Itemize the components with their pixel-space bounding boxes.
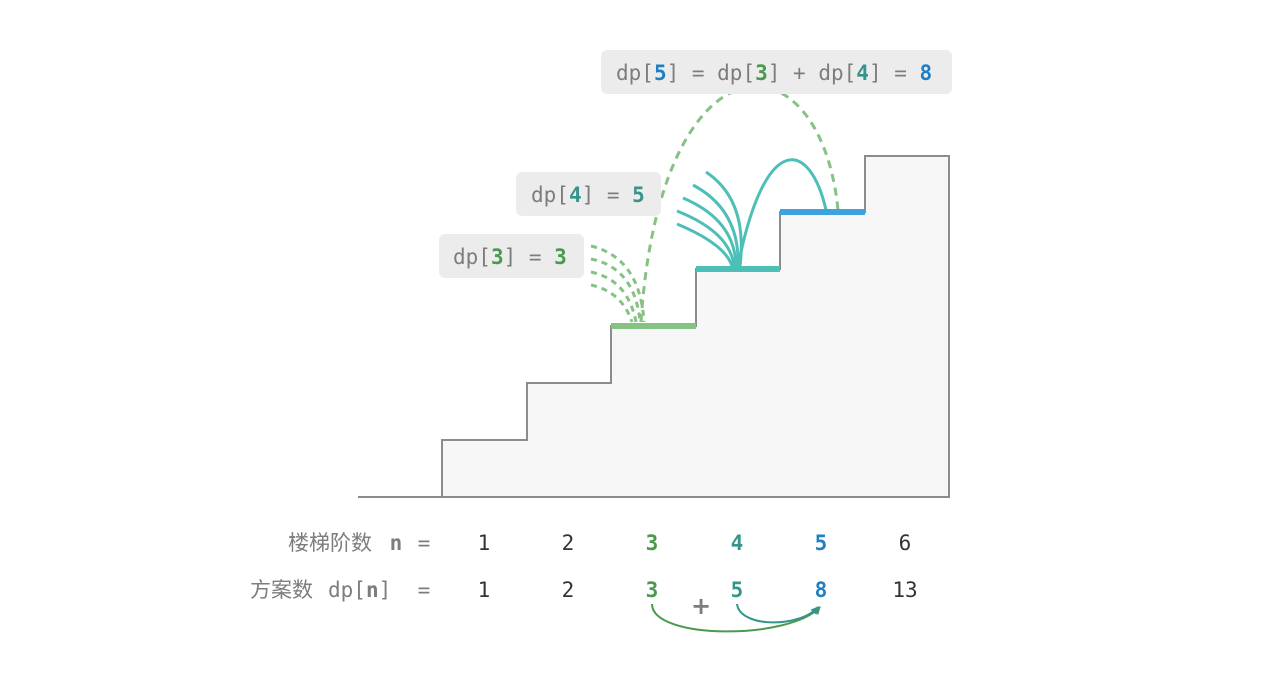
steps-values: 1 2 3 4 5 6 — [478, 531, 912, 555]
step-number-3: 3 — [646, 531, 659, 555]
svg-text:dp[3] = 3: dp[3] = 3 — [453, 245, 567, 269]
ways-value-3: 3 — [646, 578, 659, 602]
plus-sign: + — [691, 592, 711, 620]
step-number-2: 2 — [562, 531, 575, 555]
step3-incoming-arcs — [590, 244, 646, 323]
row-ways-var: dp[n] — [328, 578, 391, 602]
row-ways: 方案数 dp[n] = 1 2 3 5 8 13 — [250, 578, 918, 602]
ways-value-5: 8 — [815, 578, 828, 602]
arc-step4-to-step5 — [736, 158, 828, 267]
row-ways-label: 方案数 — [250, 578, 313, 602]
step-number-1: 1 — [478, 531, 491, 555]
formula-dp3: dp[3] = 3 — [439, 234, 584, 278]
ways-value-4: 5 — [731, 578, 744, 602]
arrow-5-to-8 — [736, 603, 819, 624]
formula-dp5: dp[5] = dp[3] + dp[4] = 8 — [601, 50, 952, 94]
ways-value-1: 1 — [478, 578, 491, 602]
step4-incoming-arcs — [676, 170, 743, 267]
row-steps-var: n — [390, 531, 403, 555]
ways-values: 1 2 3 5 8 13 — [478, 578, 918, 602]
stairs-outline — [358, 155, 950, 498]
svg-text:dp[5] = dp[3] + dp[4] = 8: dp[5] = dp[3] + dp[4] = 8 — [616, 61, 932, 85]
ways-value-2: 2 — [562, 578, 575, 602]
row-steps-label: 楼梯阶数 — [288, 531, 372, 555]
arrow-3-to-8 — [651, 603, 821, 633]
ways-value-6: 13 — [892, 578, 917, 602]
row-ways-eq: = — [418, 578, 431, 602]
step-number-4: 4 — [731, 531, 744, 555]
step-number-6: 6 — [899, 531, 912, 555]
formula-dp4: dp[4] = 5 — [516, 172, 661, 216]
row-steps-eq: = — [418, 531, 431, 555]
step-number-5: 5 — [815, 531, 828, 555]
row-steps: 楼梯阶数 n = 1 2 3 4 5 6 — [288, 531, 911, 555]
svg-text:dp[4] = 5: dp[4] = 5 — [531, 183, 645, 207]
